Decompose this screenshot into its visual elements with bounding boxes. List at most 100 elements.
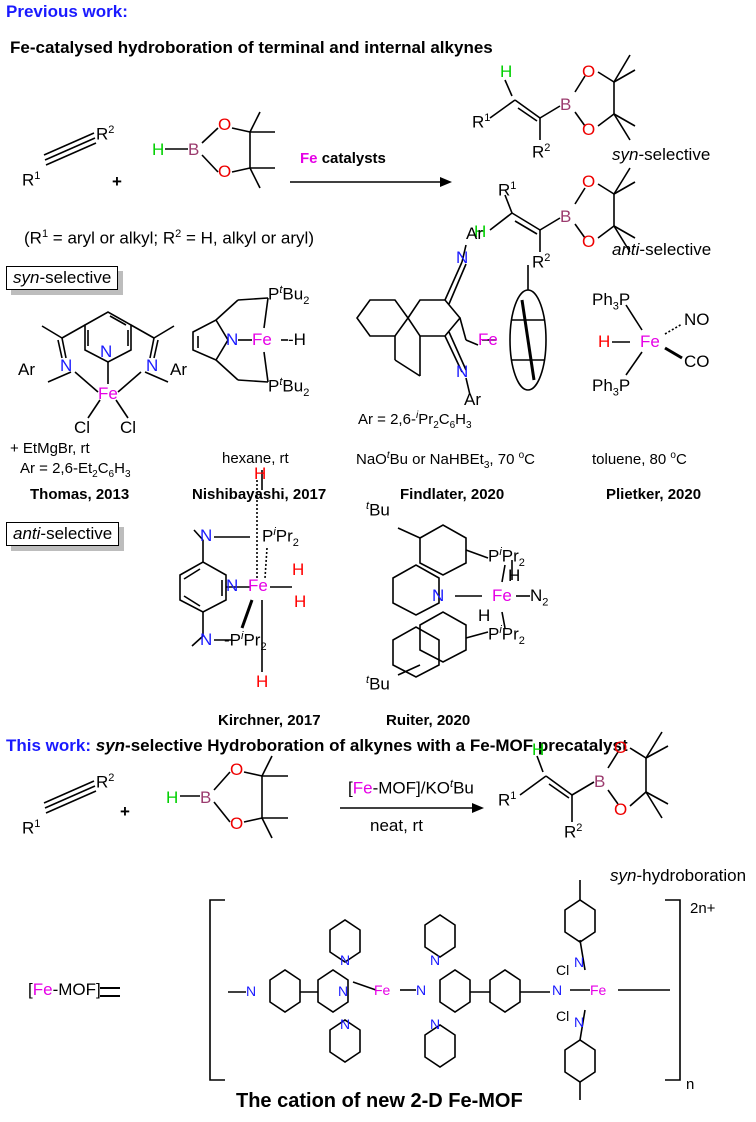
n-atom: N: [226, 330, 239, 349]
phosphine-label: PtBu2: [268, 284, 310, 308]
n-atom: N: [146, 356, 159, 375]
ruiter-catalyst-structure: [392, 524, 530, 678]
oxygen-atom: O: [230, 760, 244, 779]
oxygen-atom: O: [582, 120, 596, 139]
anti-selective-label: anti-selective: [612, 240, 712, 259]
thomas-catalyst-structure: [41, 311, 175, 419]
phosphine-label: -PiPr2: [224, 630, 267, 654]
boron-atom: B: [560, 207, 572, 226]
kirchner-catalyst-structure: [179, 470, 292, 672]
alkyne-structure-2: [43, 780, 97, 814]
n-atom: N: [430, 952, 441, 968]
h-atom: H: [508, 566, 521, 585]
phosphine-label: PiPr2: [488, 624, 525, 648]
boron-atom: B: [560, 95, 572, 114]
plietker-condition: toluene, 80 oC: [592, 450, 687, 468]
anti-selective-box: anti-selective: [6, 522, 120, 546]
anti-product-structure: [489, 167, 636, 253]
r1-label: R1: [22, 170, 41, 190]
nishibayashi-condition: hexane, rt: [222, 450, 289, 467]
syn-product-structure: [489, 54, 636, 141]
ar-label: Ar: [170, 360, 187, 379]
fe-atom: Fe: [374, 982, 391, 998]
findlater-ar: Ar = 2,6-iPr2C6H3: [358, 410, 472, 431]
reaction-conditions: neat, rt: [370, 816, 423, 835]
alkyne-structure: [43, 132, 97, 166]
n-atom: N: [200, 526, 213, 545]
r1-label: R1: [22, 818, 41, 838]
tbu-label: tBu: [366, 500, 390, 520]
ruiter-reference: Ruiter, 2020: [386, 712, 471, 729]
fe-atom: Fe: [248, 576, 268, 595]
r1-label: R1: [472, 112, 491, 132]
oxygen-atom: O: [230, 814, 244, 833]
plus-sign: +: [120, 802, 130, 821]
syn-selective-label: syn-selective: [612, 145, 711, 164]
oxygen-atom: O: [218, 115, 232, 134]
mof-caption: The cation of new 2-D Fe-MOF: [236, 1090, 523, 1112]
syn-hydroboration-label: syn-hydroboration: [610, 866, 747, 885]
n-atom: N: [200, 630, 213, 649]
cl-atom: Cl: [74, 418, 91, 437]
thomas-reference: Thomas, 2013: [30, 486, 130, 503]
h-atom: H: [294, 592, 307, 611]
n-atom: N: [226, 576, 239, 595]
r1-label: R1: [498, 180, 517, 200]
n-atom: N: [60, 356, 73, 375]
phosphine-label: Ph3P: [592, 290, 631, 313]
fe-atom: Fe: [492, 586, 512, 605]
findlater-condition: NaOtBu or NaHBEt3, 70 oC: [356, 450, 535, 471]
previous-work-heading: Previous work:: [6, 2, 128, 21]
arene-ring: [509, 265, 547, 391]
h-atom: H: [532, 740, 545, 759]
fe-atom: Fe: [640, 332, 660, 351]
phosphine-label: PiPr2: [488, 546, 525, 570]
h-atom: H: [256, 672, 269, 691]
phosphine-label: PiPr2: [262, 526, 299, 550]
ar-label: Ar: [18, 360, 35, 379]
boron-atom: B: [594, 772, 606, 791]
h-atom: -H: [288, 330, 306, 349]
n-atom: N: [430, 1016, 441, 1032]
mof-charge: 2n+: [690, 900, 716, 917]
tbu-label: tBu: [366, 674, 390, 694]
cl-atom: Cl: [120, 418, 137, 437]
n-atom: N: [574, 1014, 585, 1030]
ar-label: Ar: [464, 390, 481, 409]
h-atom: H: [500, 62, 513, 81]
r2-label: R2: [564, 822, 583, 842]
nishibayashi-catalyst-structure: [192, 297, 288, 383]
plietker-catalyst-structure: [612, 304, 683, 376]
kirchner-reference: Kirchner, 2017: [218, 712, 321, 729]
dinitrogen-label: N2: [530, 586, 549, 609]
r1-label: R1: [498, 790, 517, 810]
carbonyl-label: CO: [684, 352, 710, 371]
ar-label: Ar: [466, 224, 483, 243]
plus-sign: +: [112, 172, 122, 191]
fe-catalysts-label: Fe catalysts: [300, 150, 386, 167]
syn-product-structure-2: [519, 731, 669, 822]
h-atom: H: [292, 560, 305, 579]
fe-mof-label: [Fe-MOF]: [28, 980, 101, 999]
n-atom: N: [456, 248, 469, 267]
substituent-scope: (R1 = aryl or alkyl; R2 = H, alkyl or ar…: [24, 228, 314, 248]
fe-atom: Fe: [590, 982, 607, 998]
this-work-heading: This work: syn-selective Hydroboration o…: [6, 736, 628, 755]
boron-atom: B: [200, 788, 212, 807]
n-atom: N: [338, 983, 349, 999]
n-atom: N: [456, 362, 469, 381]
h-atom: H: [598, 332, 611, 351]
n-atom: N: [416, 982, 427, 998]
pinacolborane-structure: [165, 111, 275, 189]
phosphine-label: PtBu2: [268, 376, 310, 400]
n-atom: N: [246, 983, 257, 999]
r2-label: R2: [96, 772, 115, 792]
oxygen-atom: O: [582, 62, 596, 81]
n-atom: N: [432, 586, 445, 605]
oxygen-atom: O: [614, 800, 628, 819]
previous-work-title: Fe-catalysed hydroboration of terminal a…: [10, 38, 493, 57]
cl-atom: Cl: [556, 1008, 570, 1024]
thomas-condition: + EtMgBr, rt: [10, 440, 90, 457]
fe-atom: Fe: [252, 330, 272, 349]
